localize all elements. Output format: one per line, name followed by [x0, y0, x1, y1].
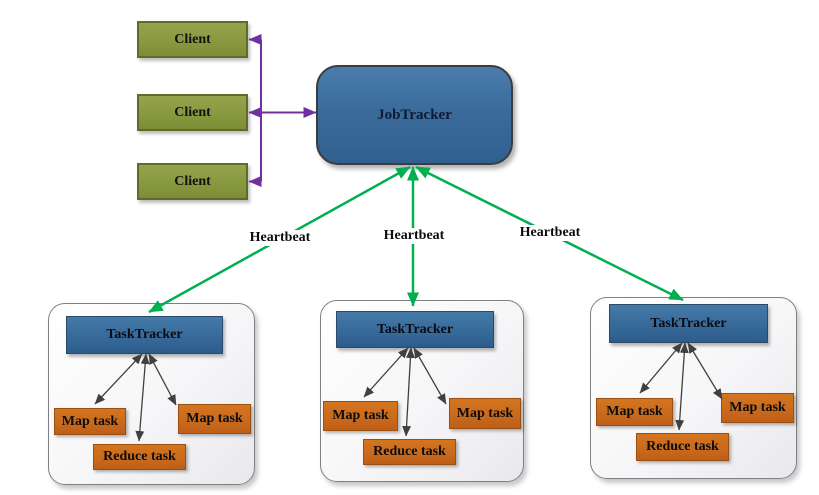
map-task-box: Map task	[323, 401, 398, 431]
reduce-task-box: Reduce task	[636, 433, 729, 461]
tracker-group-2: TaskTracker Map task Map task Reduce tas…	[320, 300, 524, 482]
map-task-label: Map task	[456, 405, 514, 421]
reduce-task-box: Reduce task	[93, 444, 186, 470]
client-label: Client	[174, 104, 211, 120]
tasktracker-box-3: TaskTracker	[609, 304, 768, 343]
map-task-label: Map task	[332, 408, 389, 423]
map-task-box: Map task	[178, 404, 251, 434]
client-box-2: Client	[137, 94, 248, 131]
map-task-box: Map task	[54, 408, 126, 435]
tasktracker-label: TaskTracker	[650, 315, 727, 331]
reduce-task-box: Reduce task	[363, 439, 456, 465]
client-label: Client	[174, 31, 211, 47]
reduce-task-label: Reduce task	[103, 449, 176, 464]
map-task-label: Map task	[729, 400, 786, 415]
client-box-1: Client	[137, 21, 248, 58]
reduce-task-label: Reduce task	[646, 439, 719, 454]
client-box-3: Client	[137, 163, 248, 200]
jobtracker-box: JobTracker	[316, 65, 513, 165]
heartbeat-label-middle: Heartbeat	[380, 228, 448, 244]
tracker-group-1: TaskTracker Map task Map task Reduce tas…	[48, 303, 255, 485]
tasktracker-box-1: TaskTracker	[66, 316, 223, 354]
tasktracker-label: TaskTracker	[376, 321, 454, 337]
map-task-label: Map task	[61, 413, 119, 429]
map-task-label: Map task	[186, 411, 243, 426]
map-task-box: Map task	[596, 398, 673, 426]
heartbeat-label-right: Heartbeat	[516, 225, 584, 241]
tasktracker-label: TaskTracker	[106, 327, 183, 342]
jobtracker-label: JobTracker	[377, 106, 452, 123]
tasktracker-box-2: TaskTracker	[336, 311, 494, 348]
map-task-box: Map task	[449, 398, 521, 429]
tracker-group-3: TaskTracker Map task Map task Reduce tas…	[590, 297, 797, 479]
map-task-label: Map task	[606, 404, 663, 419]
client-label: Client	[174, 173, 211, 189]
reduce-task-label: Reduce task	[373, 444, 446, 459]
heartbeat-label-left: Heartbeat	[246, 230, 314, 246]
map-task-box: Map task	[721, 393, 794, 423]
